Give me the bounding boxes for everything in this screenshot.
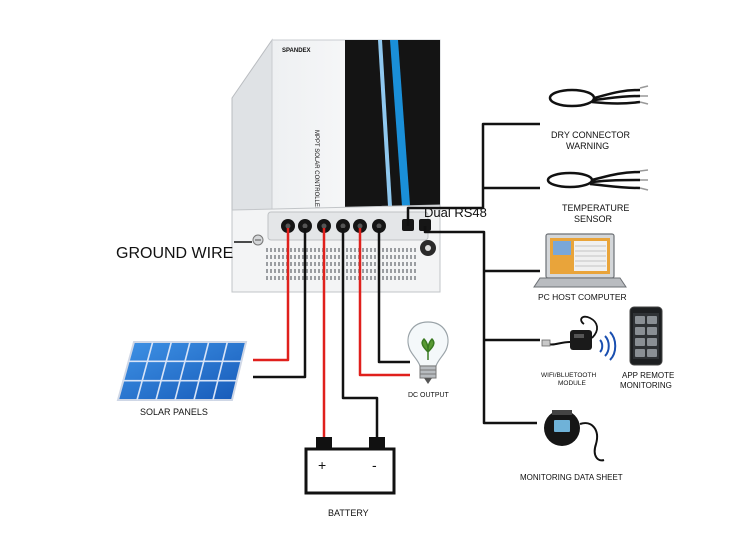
rs48-upper-bus	[406, 122, 540, 226]
wifi-module-label-line2: MODULE	[558, 380, 586, 387]
phone-icon	[629, 306, 663, 366]
monitoring-sheet-label: MONITORING DATA SHEET	[520, 473, 623, 482]
dc-output-positive-wire	[358, 228, 410, 377]
solar-positive-wire	[253, 228, 290, 362]
device-side-text: MPPT SOLAR CONTROLLER	[313, 130, 319, 212]
temperature-sensor-cable-icon	[546, 169, 649, 191]
light-bulb-icon	[407, 321, 449, 384]
battery-minus-sign: -	[372, 457, 377, 473]
rs48-lower-bus	[423, 226, 537, 425]
rs48-port-2[interactable]	[419, 219, 431, 231]
laptop-icon	[533, 233, 627, 288]
wireless-signal-icon	[599, 331, 617, 361]
ground-wire-label: GROUND WIRE	[116, 245, 233, 262]
dc-output-label: DC OUTPUT	[408, 392, 450, 399]
solar-negative-wire	[253, 228, 307, 379]
monitoring-display-icon	[544, 410, 605, 462]
app-remote-label-line2: MONITORING	[620, 381, 672, 390]
dc-output-negative-wire	[377, 228, 410, 364]
pc-host-label: PC HOST COMPUTER	[538, 292, 627, 302]
dry-connector-label-line2: WARNING	[566, 141, 609, 151]
battery-label: BATTERY	[328, 508, 369, 518]
solar-panel	[116, 341, 248, 401]
dry-connector-cable-icon	[548, 85, 649, 108]
wifi-module-icon	[541, 315, 598, 350]
temperature-sensor-label-line2: SENSOR	[574, 214, 613, 224]
dry-connector-label-line1: DRY CONNECTOR	[551, 130, 631, 140]
temperature-sensor-label-line1: TEMPERATURE	[562, 203, 629, 213]
wifi-module-label-line1: WIFI/BLUETOOTH	[541, 372, 596, 379]
device-brand-text: SPANDEX	[282, 48, 311, 54]
solar-panels-label: SOLAR PANELS	[140, 407, 208, 417]
battery-icon: + -	[304, 437, 396, 495]
battery-negative-wire	[341, 228, 379, 437]
solar-controller-device: SPANDEX MPPT SOLAR CONTROLLER	[231, 38, 441, 293]
battery-plus-sign: +	[318, 457, 326, 473]
wiring	[253, 122, 540, 437]
app-remote-label-line1: APP REMOTE	[622, 371, 674, 380]
device-black-panel	[345, 40, 440, 212]
device-accent-stripe	[390, 40, 410, 206]
